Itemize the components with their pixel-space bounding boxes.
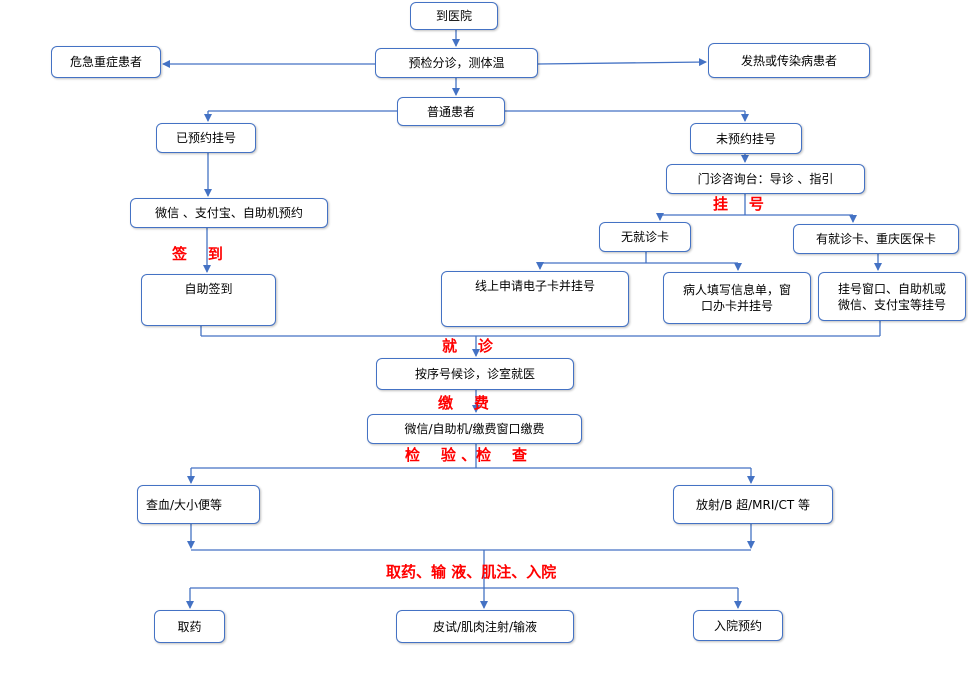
label-consult: 就 诊 <box>442 337 493 355</box>
node-no-card: 无就诊卡 <box>599 222 691 252</box>
node-regular-text: 普通患者 <box>426 104 475 119</box>
node-radiology: 放射/B 超/MRI/CT 等 <box>673 485 833 524</box>
node-booked: 已预约挂号 <box>156 123 256 153</box>
node-admission: 入院预约 <box>693 610 783 641</box>
node-injection: 皮试/肌肉注射/输液 <box>396 610 574 643</box>
node-admission-text: 入院预约 <box>713 618 762 633</box>
node-medicine-text: 取药 <box>177 619 202 634</box>
node-booking-channels: 微信 、支付宝、自助机预约 <box>130 198 328 228</box>
node-not-booked-text: 未预约挂号 <box>715 131 776 146</box>
node-critical-text: 危急重症患者 <box>69 55 142 69</box>
node-booking-channels-text: 微信 、支付宝、自助机预约 <box>155 206 303 220</box>
node-info-desk: 门诊咨询台：导诊 、指引 <box>666 164 865 194</box>
node-blood-test: 查血/大小便等 <box>137 485 260 524</box>
label-pay: 缴 费 <box>438 394 489 412</box>
node-payment: 微信/自助机/缴费窗口缴费 <box>367 414 582 444</box>
node-booked-text: 已预约挂号 <box>175 131 236 145</box>
node-window-registration-text-2: 微信、支付宝等挂号 <box>837 297 946 312</box>
node-critical: 危急重症患者 <box>51 46 161 78</box>
node-window-registration-text-1: 挂号窗口、自助机或 <box>837 281 946 296</box>
node-has-card: 有就诊卡、重庆医保卡 <box>793 224 959 254</box>
node-medicine: 取药 <box>154 610 225 643</box>
node-fill-form-text-2: 口办卡并挂号 <box>700 299 773 313</box>
node-triage: 预检分诊，测体温 <box>375 48 538 78</box>
node-no-card-text: 无就诊卡 <box>620 230 669 244</box>
node-arrive-text: 到医院 <box>435 9 472 23</box>
node-online-card-text: 线上申请电子卡并挂号 <box>474 279 595 293</box>
node-fever: 发热或传染病患者 <box>708 43 870 78</box>
label-treatment: 取药、输 液、肌注、入院 <box>386 563 557 581</box>
node-queue-text: 按序号候诊，诊室就医 <box>414 367 535 381</box>
node-injection-text: 皮试/肌肉注射/输液 <box>432 619 538 634</box>
label-checkin: 签 到 <box>172 245 223 263</box>
node-blood-test-text: 查血/大小便等 <box>146 497 223 512</box>
node-triage-text: 预检分诊，测体温 <box>408 56 505 70</box>
node-not-booked: 未预约挂号 <box>690 123 802 154</box>
node-queue: 按序号候诊，诊室就医 <box>376 358 574 390</box>
arrow-triage-fever <box>537 58 707 67</box>
label-exam: 检 验 、检 查 <box>405 446 528 464</box>
node-fill-form-text-1: 病人填写信息单，窗 <box>682 283 791 297</box>
node-has-card-text: 有就诊卡、重庆医保卡 <box>815 232 936 246</box>
node-fever-text: 发热或传染病患者 <box>740 53 837 68</box>
node-self-checkin-text: 自助签到 <box>184 282 233 296</box>
node-info-desk-text: 门诊咨询台：导诊 、指引 <box>697 172 834 186</box>
node-self-checkin: 自助签到 <box>141 274 276 326</box>
node-fill-form: 病人填写信息单，窗 口办卡并挂号 <box>663 272 811 324</box>
node-radiology-text: 放射/B 超/MRI/CT 等 <box>696 497 810 512</box>
node-payment-text: 微信/自助机/缴费窗口缴费 <box>404 422 545 436</box>
node-arrive: 到医院 <box>410 2 498 30</box>
label-register: 挂 号 <box>713 195 764 213</box>
node-online-card: 线上申请电子卡并挂号 <box>441 271 629 327</box>
node-window-registration: 挂号窗口、自助机或 微信、支付宝等挂号 <box>818 272 966 321</box>
node-regular: 普通患者 <box>397 97 505 126</box>
